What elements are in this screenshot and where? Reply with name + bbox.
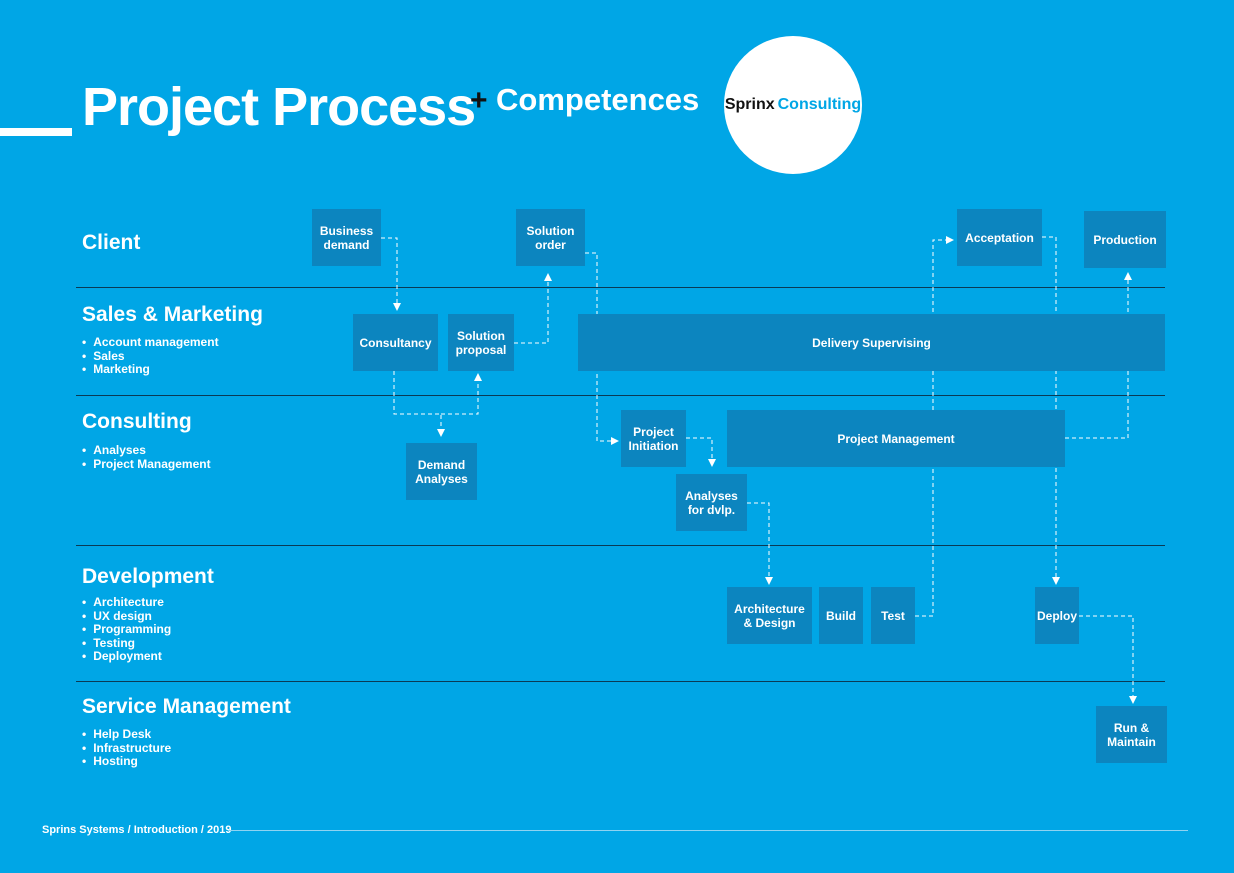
title-plus: + <box>470 84 488 117</box>
box-build: Build <box>819 587 863 644</box>
box-deploy: Deploy <box>1035 587 1079 644</box>
footer-text: Sprins Systems / Introduction / 2019 <box>42 824 232 836</box>
box-project-management: Project Management <box>727 410 1065 467</box>
connector-deploy-to-run <box>1079 615 1137 704</box>
list-item: Sales <box>82 349 219 364</box>
lane-list-consulting: Analyses Project Management <box>82 443 211 472</box>
lane-divider <box>76 681 1165 682</box>
sprinx-consulting-logo: Sprinx Consulting <box>724 36 862 174</box>
box-test: Test <box>871 587 915 644</box>
footer-rule <box>228 830 1188 831</box>
lane-divider <box>76 545 1165 546</box>
lane-divider <box>76 287 1165 288</box>
list-item: Hosting <box>82 754 171 769</box>
list-item: Account management <box>82 335 218 350</box>
list-item: Deployment <box>82 649 171 664</box>
connector-proposal-to-solution-order <box>514 273 552 344</box>
box-solution-order: Solution order <box>516 209 585 266</box>
list-item: Testing <box>82 636 171 651</box>
box-consultancy: Consultancy <box>353 314 438 371</box>
logo-text-consulting: Consulting <box>777 96 862 113</box>
box-acceptation: Acceptation <box>957 209 1042 266</box>
list-item: Programming <box>82 622 171 637</box>
lane-title-development: Development <box>82 565 214 588</box>
box-business-demand: Business demand <box>312 209 381 266</box>
box-production: Production <box>1084 211 1166 268</box>
lane-list-sales-marketing: Account management Sales Marketing <box>82 335 219 377</box>
connector-analyses-to-architecture <box>747 502 773 585</box>
list-item: UX design <box>82 609 171 624</box>
box-project-initiation: Project Initiation <box>621 410 686 467</box>
list-item: Architecture <box>82 595 171 610</box>
box-analyses-for-dvlp: Analyses for dvlp. <box>676 474 747 531</box>
list-item: Analyses <box>82 443 211 458</box>
lane-title-consulting: Consulting <box>82 410 192 433</box>
lane-list-development: Architecture UX design Programming Testi… <box>82 595 171 664</box>
connector-business-to-consultancy <box>381 237 401 311</box>
connector-initiation-to-analyses <box>686 437 716 467</box>
list-item: Infrastructure <box>82 741 171 756</box>
title-accent-bar <box>0 128 72 136</box>
box-demand-analyses: Demand Analyses <box>406 443 477 500</box>
box-solution-proposal: Solution proposal <box>448 314 514 371</box>
page-subtitle: Competences <box>496 82 700 117</box>
box-delivery-supervising: Delivery Supervising <box>578 314 1165 371</box>
lane-title-sales-marketing: Sales & Marketing <box>82 303 263 326</box>
lane-divider <box>76 395 1165 396</box>
list-item: Marketing <box>82 362 219 377</box>
logo-text-sprinx: Sprinx <box>724 96 775 113</box>
box-architecture-design: Architecture & Design <box>727 587 812 644</box>
lane-title-service-management: Service Management <box>82 695 291 718</box>
list-item: Help Desk <box>82 727 171 742</box>
page-title: Project Process <box>82 77 476 137</box>
lane-title-client: Client <box>82 231 141 254</box>
box-run-maintain: Run & Maintain <box>1096 706 1167 763</box>
lane-list-service-management: Help Desk Infrastructure Hosting <box>82 727 171 769</box>
connector-consultancy-to-demand-analyses <box>393 371 445 437</box>
list-item: Project Management <box>82 457 210 472</box>
